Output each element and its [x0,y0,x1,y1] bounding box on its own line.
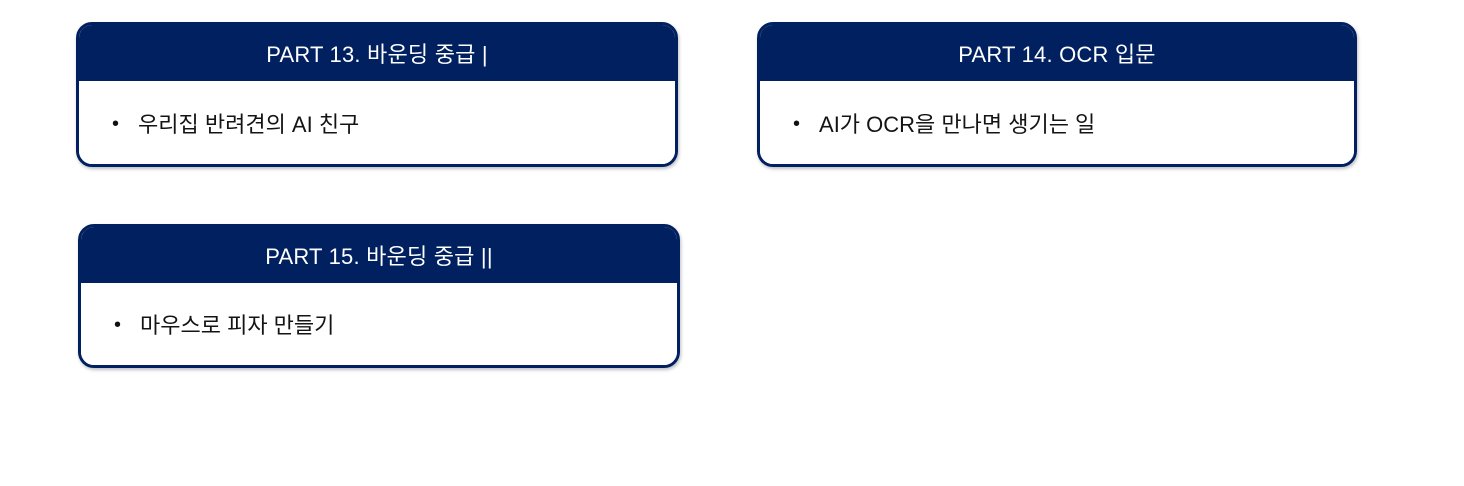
part-15-item-text: 마우스로 피자 만들기 [140,313,335,338]
list-item: • 마우스로 피자 만들기 [114,308,334,340]
part-14-item-text: AI가 OCR을 만나면 생기는 일 [819,111,1096,137]
part-13-card-body: • 우리집 반려견의 AI 친구 [79,81,675,164]
part-15-card: PART 15. 바운딩 중급 || • 마우스로 피자 만들기 [78,224,680,368]
list-item: • AI가 OCR을 만나면 생기는 일 [793,107,1095,139]
part-13-card-header: PART 13. 바운딩 중급 | [79,25,675,81]
bullet-icon: • [793,112,801,135]
part-15-card-title: PART 15. 바운딩 중급 || [265,244,493,269]
part-14-card: PART 14. OCR 입문 • AI가 OCR을 만나면 생기는 일 [757,22,1357,167]
part-15-card-body: • 마우스로 피자 만들기 [81,283,677,365]
part-14-card-title: PART 14. OCR 입문 [958,42,1156,67]
part-13-item-text: 우리집 반려견의 AI 친구 [138,111,360,137]
part-14-card-body: • AI가 OCR을 만나면 생기는 일 [760,81,1354,164]
part-13-card: PART 13. 바운딩 중급 | • 우리집 반려견의 AI 친구 [76,22,678,167]
part-14-card-header: PART 14. OCR 입문 [760,25,1354,81]
part-15-card-header: PART 15. 바운딩 중급 || [81,227,677,283]
part-13-card-title: PART 13. 바운딩 중급 | [266,42,488,67]
bullet-icon: • [112,112,120,135]
list-item: • 우리집 반려견의 AI 친구 [112,107,359,139]
bullet-icon: • [114,314,122,336]
